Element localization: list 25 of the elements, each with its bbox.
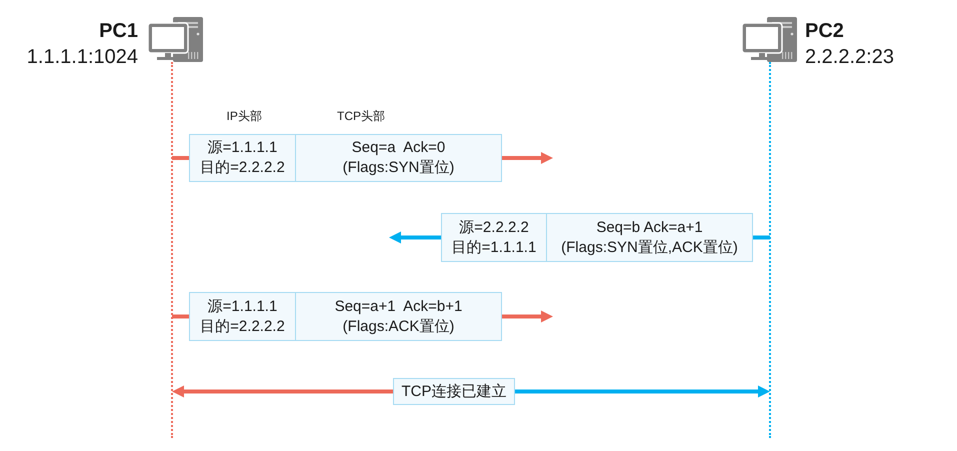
tcp-header-box: Seq=a+1 Ack=b+1 (Flags:ACK置位) — [295, 292, 502, 341]
computer-icon — [148, 17, 204, 62]
arrow — [502, 152, 553, 164]
computer-icon — [742, 17, 798, 62]
ip-header-box: 源=1.1.1.1 目的=2.2.2.2 — [189, 292, 296, 341]
column-heading: TCP头部 — [337, 109, 385, 123]
ip-header-box: 源=1.1.1.1 目的=2.2.2.2 — [189, 134, 296, 182]
host-name: PC1 — [99, 19, 138, 43]
connector-line — [753, 236, 770, 240]
tcp-header-box: Seq=b Ack=a+1 (Flags:SYN置位,ACK置位) — [546, 213, 753, 262]
connector-line — [172, 156, 189, 160]
arrow — [502, 310, 553, 322]
arrow — [515, 386, 770, 398]
host-name: PC2 — [805, 19, 844, 43]
arrow — [172, 386, 393, 398]
lifeline — [171, 62, 173, 438]
status-box: TCP连接已建立 — [393, 378, 515, 405]
connector-line — [172, 314, 189, 318]
lifeline — [769, 62, 771, 438]
address-label: 1.1.1.1:1024 — [26, 45, 138, 69]
column-heading: IP头部 — [226, 109, 262, 123]
ip-header-box: 源=2.2.2.2 目的=1.1.1.1 — [441, 213, 547, 262]
arrow — [389, 232, 441, 244]
tcp-header-box: Seq=a Ack=0 (Flags:SYN置位) — [295, 134, 502, 182]
address-label: 2.2.2.2:23 — [805, 45, 894, 69]
